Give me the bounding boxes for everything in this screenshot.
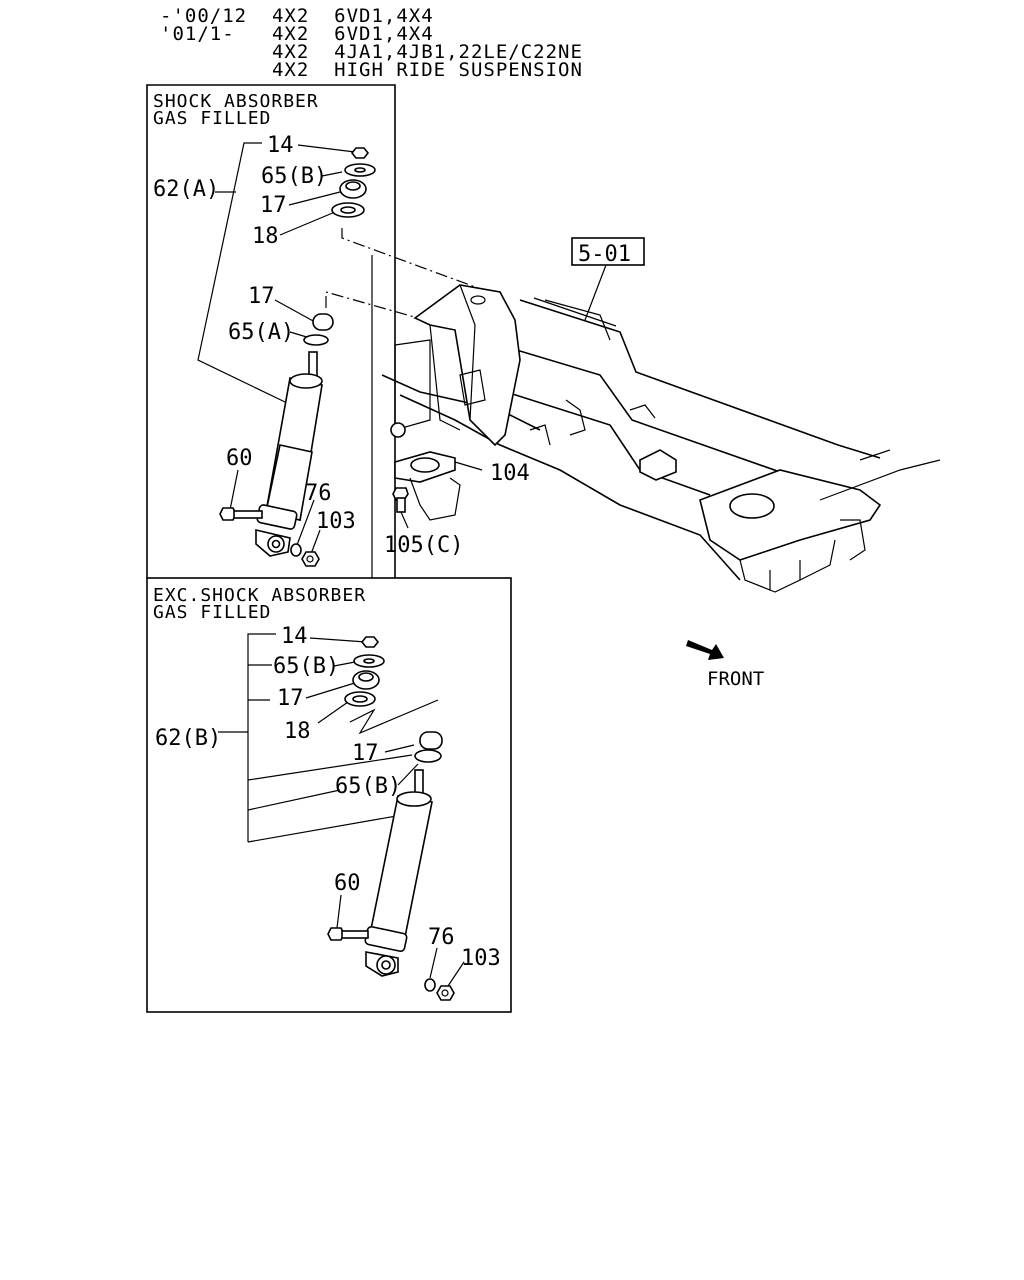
callout-104: 104 [490,461,530,486]
callout-17: 17 [260,193,287,218]
callout-65a: 65(A) [228,320,294,345]
ref-box-label: 5-01 [578,242,631,267]
callout-b-60: 60 [334,871,361,896]
callout-b-65b: 65(B) [273,654,339,679]
callout-b-17-lower: 17 [352,741,379,766]
frame-rail-top [519,299,881,459]
rail-bracket [639,449,677,481]
front-arrow-icon [686,640,724,660]
bolt-b-icon [327,927,369,941]
shock-absorber-icon [255,351,323,557]
panel-a-bracket [197,142,286,403]
lower-washer-icon [303,334,329,346]
shock-absorber-b-icon [364,769,433,977]
bolt-icon [219,507,263,521]
header-line-1: -'00/12 4X2 6VD1,4X4 [160,5,434,27]
callout-105c: 105(C) [384,533,463,558]
callout-76: 76 [305,481,332,506]
panel-b-bracket [247,633,276,842]
bracket-bolt-icon [392,487,409,513]
panel-gas-filled: SHOCK ABSORBER GAS FILLED [146,84,396,578]
applicability-header: -'00/12 4X2 6VD1,4X4 '01/1- 4X2 6VD1,4X4… [160,5,583,81]
callout-b-65b-lower: 65(B) [335,774,401,799]
callout-65b: 65(B) [261,164,327,189]
small-washer-b-icon [424,978,436,992]
ref-box [571,237,645,266]
nut-b-icon [360,636,380,648]
lower-bushing-icon [312,313,334,331]
panel-exc-gas-filled: EXC.SHOCK ABSORBER GAS FILLED [146,577,512,1013]
chassis-frame: 5-01 104 105(C) FRONT [325,228,941,690]
lower-washer-b-icon [414,749,442,763]
panel-a-title-line2: GAS FILLED [153,108,271,129]
small-washer-icon [290,543,302,557]
callout-b-62b: 62(B) [155,726,221,751]
callout-62a: 62(A) [153,177,219,202]
callout-b-76: 76 [428,925,455,950]
nut-icon [350,147,370,159]
lower-nut-b-icon [436,985,455,1001]
panel-b-title-line2: GAS FILLED [153,602,271,623]
callout-b-17: 17 [277,686,304,711]
shock-tower [413,284,521,447]
crossmember [699,469,882,561]
panel-a-border [146,84,396,578]
callout-17-lower: 17 [248,284,275,309]
callout-b-14: 14 [281,624,308,649]
callout-b-18: 18 [284,719,311,744]
panel-b-border [146,577,512,1013]
panel-b-title-line1: EXC.SHOCK ABSORBER [153,585,366,606]
callout-b-103: 103 [461,946,501,971]
callout-60: 60 [226,446,253,471]
callout-14: 14 [267,133,294,158]
panel-a-title-line1: SHOCK ABSORBER [153,91,319,112]
lower-bushing-b-icon [419,731,443,750]
header-line-3: 4X2 4JA1,4JB1,22LE/C22NE [160,41,583,63]
front-label: FRONT [707,668,764,690]
header-line-4: 4X2 HIGH RIDE SUSPENSION [160,59,583,81]
callout-18: 18 [252,224,279,249]
lower-nut-icon [301,551,320,567]
header-line-2: '01/1- 4X2 6VD1,4X4 [160,23,434,45]
callout-103: 103 [316,509,356,534]
